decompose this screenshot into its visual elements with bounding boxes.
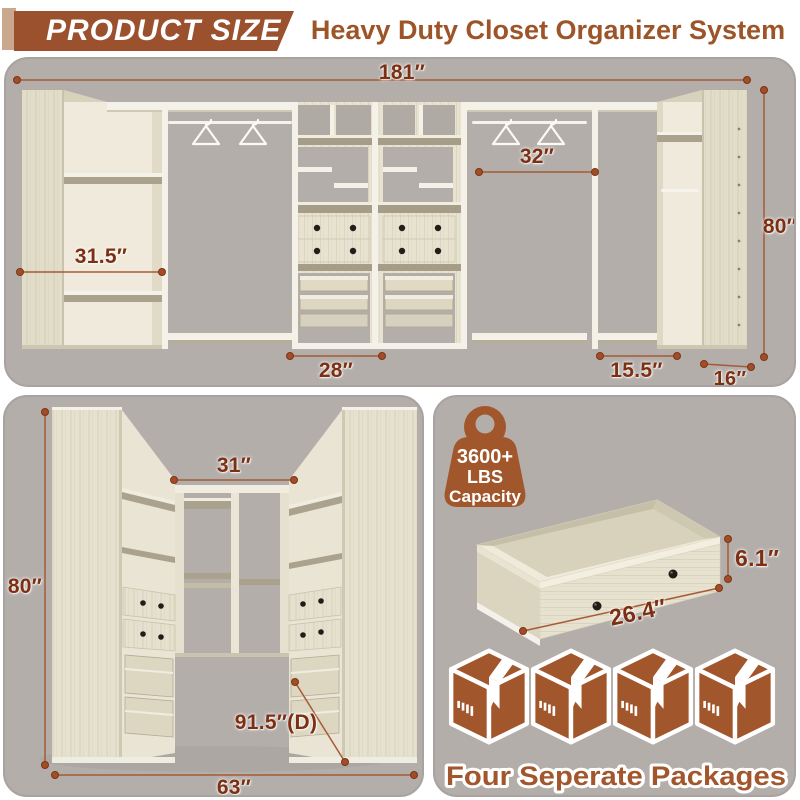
- header: PRODUCT SIZE Heavy Duty Closet Organizer…: [0, 0, 800, 57]
- dimension-lines: [44, 412, 414, 776]
- dim-label-back-width: 31″: [216, 454, 252, 477]
- top-view-illustration: [13, 76, 768, 371]
- dim-label-right-depth: 16″: [713, 368, 747, 387]
- dim-label-height: 80″: [762, 215, 796, 238]
- closet-illustration: [22, 90, 747, 349]
- capacity-line-2: LBS: [467, 467, 503, 487]
- pullout-baskets: [299, 275, 454, 328]
- product-size-badge-label: PRODUCT SIZE: [46, 14, 282, 47]
- dim-label-corner-width: 31.5″: [74, 245, 128, 268]
- screw-dots: [737, 127, 741, 327]
- u-shape-panel: 31″ 80″ 91.5″(D) 63″: [3, 395, 424, 797]
- ushape-closet-illustration: [40, 407, 417, 772]
- capacity-line-1: 3600+: [457, 446, 513, 468]
- dimension-dots: [13, 76, 768, 371]
- product-size-badge: PRODUCT SIZE: [14, 11, 294, 51]
- top-view-panel: 181″ 80″ 32″ 31.5″ 28″ 15.5″ 16″: [4, 57, 796, 387]
- details-panel: 3600+ LBS Capacity: [433, 395, 796, 797]
- dim-label-drawer-section: 28″: [318, 359, 354, 382]
- capacity-line-3: Capacity: [449, 487, 522, 506]
- packages-label: Four Seperate Packages: [446, 761, 786, 791]
- details-illustration: 3600+ LBS Capacity: [443, 406, 789, 794]
- dim-label-height: 80″: [7, 575, 43, 598]
- page-title: Heavy Duty Closet Organizer System: [310, 14, 786, 45]
- dimension-lines: [17, 79, 765, 368]
- dim-label-right-opening: 15.5″: [610, 359, 663, 382]
- dim-label-drawer-height: 6.1″: [735, 545, 780, 571]
- dim-label-middle-opening: 32″: [519, 145, 555, 168]
- dim-label-front-width: 63″: [216, 776, 252, 797]
- dim-label-diagonal-depth: 91.5″(D): [234, 711, 318, 734]
- weight-capacity-badge: 3600+ LBS Capacity: [444, 406, 526, 507]
- drawer-illustration: [475, 499, 732, 646]
- drawer-fronts: [297, 215, 456, 263]
- dimension-dots: [41, 408, 418, 779]
- dim-label-total-width: 181″: [378, 61, 426, 84]
- header-accent-strip: [2, 8, 16, 50]
- package-boxes: [451, 651, 773, 743]
- u-shape-illustration: [40, 407, 418, 779]
